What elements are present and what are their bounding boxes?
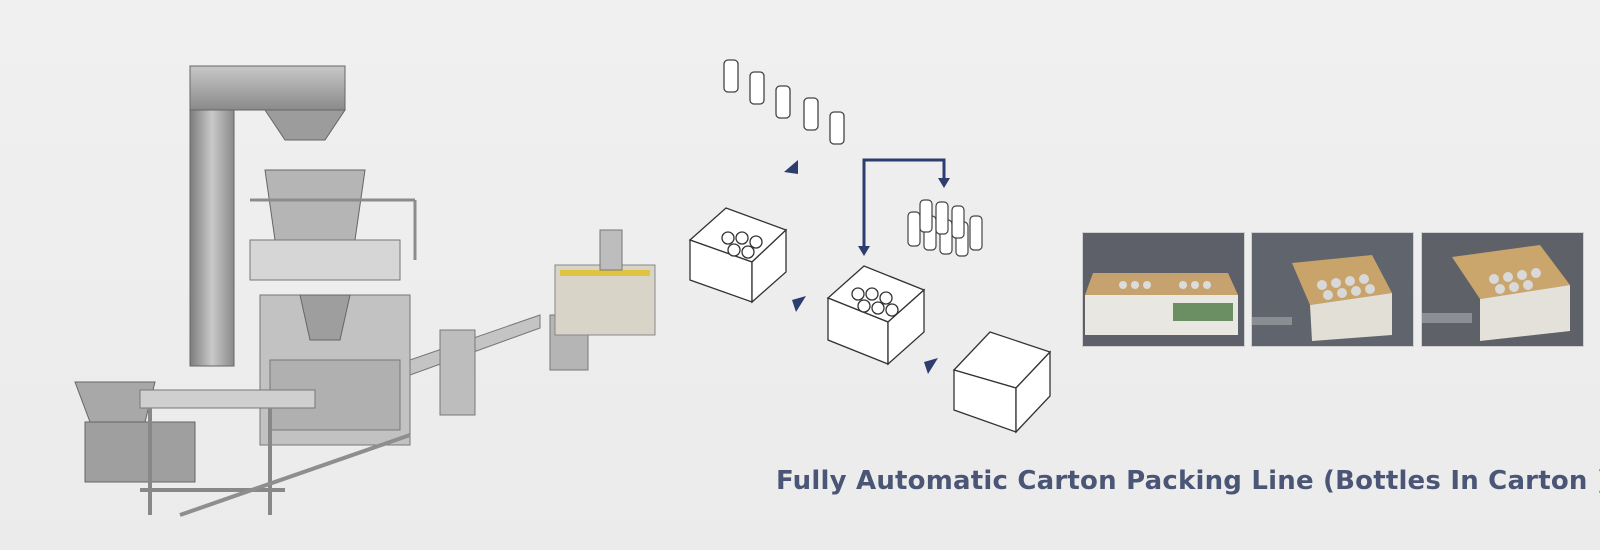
packing-line-machine-image (74, 65, 656, 517)
arrow-icon (792, 296, 806, 312)
bottle-to-carton-diagram (688, 59, 1052, 434)
arrow-icon (784, 160, 798, 174)
carton-photo-1 (1082, 232, 1245, 347)
carton-photo-2 (1251, 232, 1414, 347)
arrow-icon (924, 358, 938, 374)
carton-photo-3 (1421, 232, 1584, 347)
page-title: Fully Automatic Carton Packing Line (Bot… (776, 466, 1600, 496)
